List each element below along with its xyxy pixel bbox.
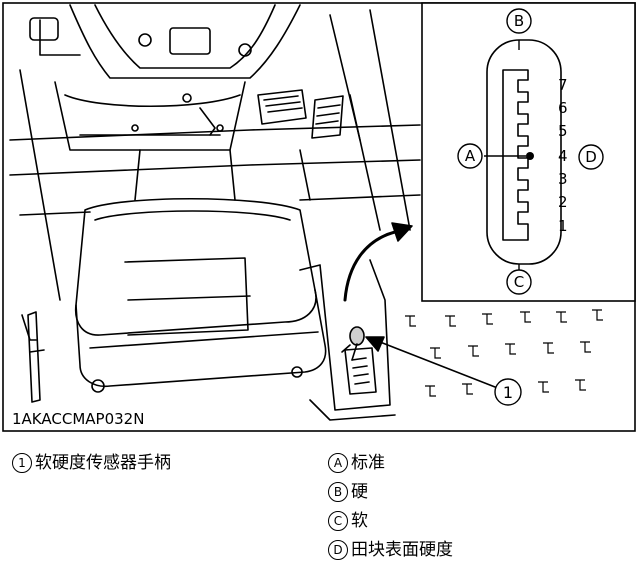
- legend-text: 硬: [351, 482, 368, 502]
- legend-marker: A: [328, 453, 348, 473]
- callout-marker-1: 1: [503, 383, 513, 402]
- legend-text: 软硬度传感器手柄: [35, 453, 171, 473]
- legend-marker: C: [328, 511, 348, 531]
- floor-mat-pattern: [405, 309, 603, 397]
- position-labels: 7 6 5 4 3 2 1: [558, 76, 568, 235]
- legend-marker: B: [328, 482, 348, 502]
- marker-b: B: [514, 12, 524, 30]
- dial-slot-outline: [486, 39, 562, 265]
- lever-position-dot: [526, 152, 534, 160]
- marker-a: A: [465, 147, 476, 165]
- tractor-seat-illustration: 7 6 5 4 3 2 1 B C A D 1 1AKACCMAP032N: [2, 2, 636, 432]
- marker-d: D: [585, 148, 597, 166]
- notched-gate: [502, 69, 529, 241]
- legend-marker: D: [328, 540, 348, 560]
- legend-marker: 1: [12, 453, 32, 473]
- position-label: 5: [558, 122, 568, 140]
- legend-text: 软: [351, 511, 368, 531]
- position-label: 3: [558, 170, 568, 188]
- figure-code: 1AKACCMAP032N: [12, 410, 144, 428]
- marker-c: C: [514, 273, 524, 291]
- position-label: 4: [558, 147, 568, 165]
- position-label: 7: [558, 76, 568, 94]
- position-label: 1: [558, 217, 568, 235]
- legend-text: 标准: [351, 453, 385, 473]
- illustration-linework: [9, 4, 496, 421]
- position-label: 6: [558, 99, 568, 117]
- position-label: 2: [558, 193, 568, 211]
- legend-text: 田块表面硬度: [351, 540, 453, 560]
- hardness-dial-inset: 7 6 5 4 3 2 1 B C A D: [421, 2, 636, 302]
